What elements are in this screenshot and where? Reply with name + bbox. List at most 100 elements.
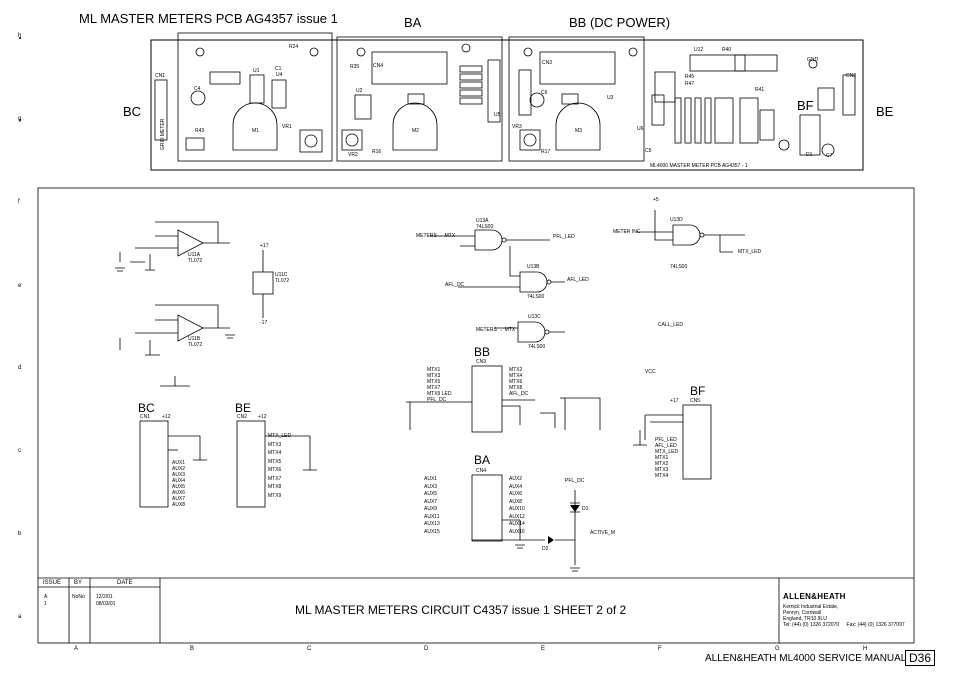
bb-right-nets: MTX2 MTX4 MTX6 MTX8 AFL_DC	[509, 367, 528, 397]
be-net: MTX_LED	[268, 433, 292, 439]
net-pfl-label: PFL_LED	[553, 234, 575, 240]
pcb-label-cn3: CN3	[542, 60, 553, 66]
bc-net: AUX3	[172, 472, 186, 478]
schematic-ba-ref: CN4	[476, 468, 487, 474]
title-by-values: NoNo	[72, 594, 85, 600]
net-afl-label: AFL_DC	[445, 282, 465, 288]
pcb-label-c6: C6	[541, 90, 548, 96]
company-contact: Tel: (44) (0) 1326 372070 Fax: (44) (0) …	[783, 622, 905, 628]
bc-right-nets: AUX1 AUX2 AUX3 AUX4 AUX5 AUX6 AUX7 AUX8	[172, 460, 185, 508]
gate3-part: 74LS00	[528, 344, 546, 350]
pcb-title: ML MASTER METERS PCB AG4357 issue 1	[79, 11, 338, 26]
bb-left-net: MTX7	[427, 385, 441, 391]
pcb-label-u6: U6	[637, 126, 644, 132]
be-net: MTX3	[268, 441, 282, 448]
bb-right-net: MTX8	[509, 385, 523, 391]
bf-net: MTX1	[655, 455, 669, 461]
pcb-label-m1: M1	[252, 128, 259, 134]
grid-row-a: a	[18, 614, 22, 620]
company-logo: ALLEN&HEATH	[783, 592, 846, 601]
gate1-label: U13A	[476, 218, 489, 224]
ba-left-net: AUX15	[424, 528, 440, 535]
pcb-label-vr2: VR2	[348, 152, 358, 158]
bc-net: AUX4	[172, 478, 186, 484]
pcb-section-ba-label: BA	[404, 15, 422, 30]
opamp-power-part: TL072	[275, 278, 290, 284]
grid-col-e: E	[541, 646, 546, 652]
grid-row-b: b	[18, 531, 22, 537]
grid-row-f: f	[18, 199, 20, 205]
grid-col-b: B	[190, 646, 195, 652]
grid-col-f: F	[658, 646, 662, 652]
be-right-nets: MTX_LED MTX3 MTX4 MTX5 MTX6 MTX7 MTX8 MT…	[268, 432, 291, 500]
pcb-label-r16: R16	[372, 149, 382, 155]
bf-left-nets: PFL_LED AFL_LED MTX_LED MTX1 MTX2 MTX3 M…	[655, 437, 678, 479]
bb-right-net: MTX6	[509, 379, 523, 385]
company-address: Kernick Industrial Estate, Penryn, Cornw…	[783, 604, 905, 628]
ba-left-net: AUX11	[424, 513, 440, 520]
company-phone: Tel: (44) (0) 1326 372070	[783, 622, 840, 628]
pcb-section-bb-label: BB (DC POWER)	[569, 15, 671, 30]
pcb-label-r47: R47	[685, 81, 695, 87]
title-issue-header: ISSUE	[43, 580, 62, 586]
pos12-bc-label: +12	[162, 414, 171, 420]
ba-right-net: AUX8	[509, 498, 523, 505]
bc-net: AUX8	[172, 502, 186, 508]
pcb-label-cn4: CN4	[373, 63, 384, 69]
neg17-label: -17	[260, 320, 268, 326]
gate2-label: U13B	[527, 264, 540, 270]
address-line-1: Kernick Industrial Estate,	[783, 604, 839, 610]
bf-net: MTX_LED	[655, 449, 679, 455]
bb-left-net: PFL_DC	[427, 397, 447, 403]
bb-left-nets: MTX1 MTX3 MTX5 MTX7 MTX9 LED PFL_DC	[427, 367, 451, 403]
opamp2-label: U11B	[188, 336, 201, 342]
pcb-label-c4: C4	[194, 86, 201, 92]
pcb-label-r17: R17	[541, 149, 551, 155]
bf-net: PFL_LED	[655, 437, 677, 443]
gate1-part: 74LS00	[476, 224, 494, 230]
ba-right-net: AUX14	[509, 521, 525, 527]
address-line-3: England, TR10 9LU	[783, 616, 827, 622]
gate2-part: 74LS00	[527, 294, 545, 300]
be-net: MTX9	[268, 492, 282, 499]
grid-row-e: e	[18, 283, 22, 289]
pcb-label-r35: R35	[350, 64, 360, 70]
pcb-label-c7: C7	[826, 153, 833, 159]
ba-left-net: AUX13	[424, 521, 440, 527]
bb-left-net: MTX9 LED	[427, 391, 452, 397]
net-pfl-dc-label: PFL_DC	[565, 478, 585, 484]
grid-col-h: H	[863, 646, 868, 652]
ba-right-net: AUX6	[509, 491, 523, 497]
ba-left-net: AUX3	[424, 483, 438, 490]
vcc-label: VCC	[645, 369, 656, 375]
schematic-be-label: BE	[235, 401, 252, 415]
diode-d2-label: D2	[542, 546, 549, 552]
gate4-label: U13D	[670, 217, 683, 223]
pcb-label-cn2: CN2	[846, 73, 857, 79]
opamp1-label: U11A	[188, 252, 201, 258]
pcb-section-bf-label: BF	[797, 98, 814, 113]
pcb-board-label: ML4000 MASTER METER PCB AG4357 - 1	[650, 163, 748, 169]
pcb-layout-drawing	[19, 32, 864, 171]
pcb-label-r45: R45	[685, 74, 695, 80]
pcb-label-u12: U12	[694, 47, 704, 53]
pcb-label-vr3: VR3	[512, 124, 522, 130]
footer-page-number: D36	[905, 650, 936, 666]
ba-left-net: AUX9	[424, 506, 438, 512]
be-net: MTX4	[268, 450, 282, 456]
ba-left-net: AUX7	[424, 498, 438, 505]
grid-col-c: C	[307, 646, 312, 652]
ba-right-nets: AUX2 AUX4 AUX6 AUX8 AUX10 AUX12 AUX14 AU…	[509, 476, 525, 536]
pos17-label: +17	[260, 243, 269, 249]
pcb-label-c1: C1	[275, 66, 282, 72]
pcb-label-r41: R41	[755, 87, 765, 93]
ba-right-net: AUX16	[509, 528, 525, 535]
ba-right-net: AUX12	[509, 513, 525, 520]
pcb-label-vr1: VR1	[282, 124, 292, 130]
gate3-label: U13C	[528, 314, 541, 320]
bb-left-net: MTX5	[427, 379, 441, 385]
pos12-be-label: +12	[258, 414, 267, 420]
be-net: MTX5	[268, 458, 282, 465]
pcb-label-m2: M2	[412, 128, 419, 134]
schematic-bb-label: BB	[474, 345, 491, 359]
